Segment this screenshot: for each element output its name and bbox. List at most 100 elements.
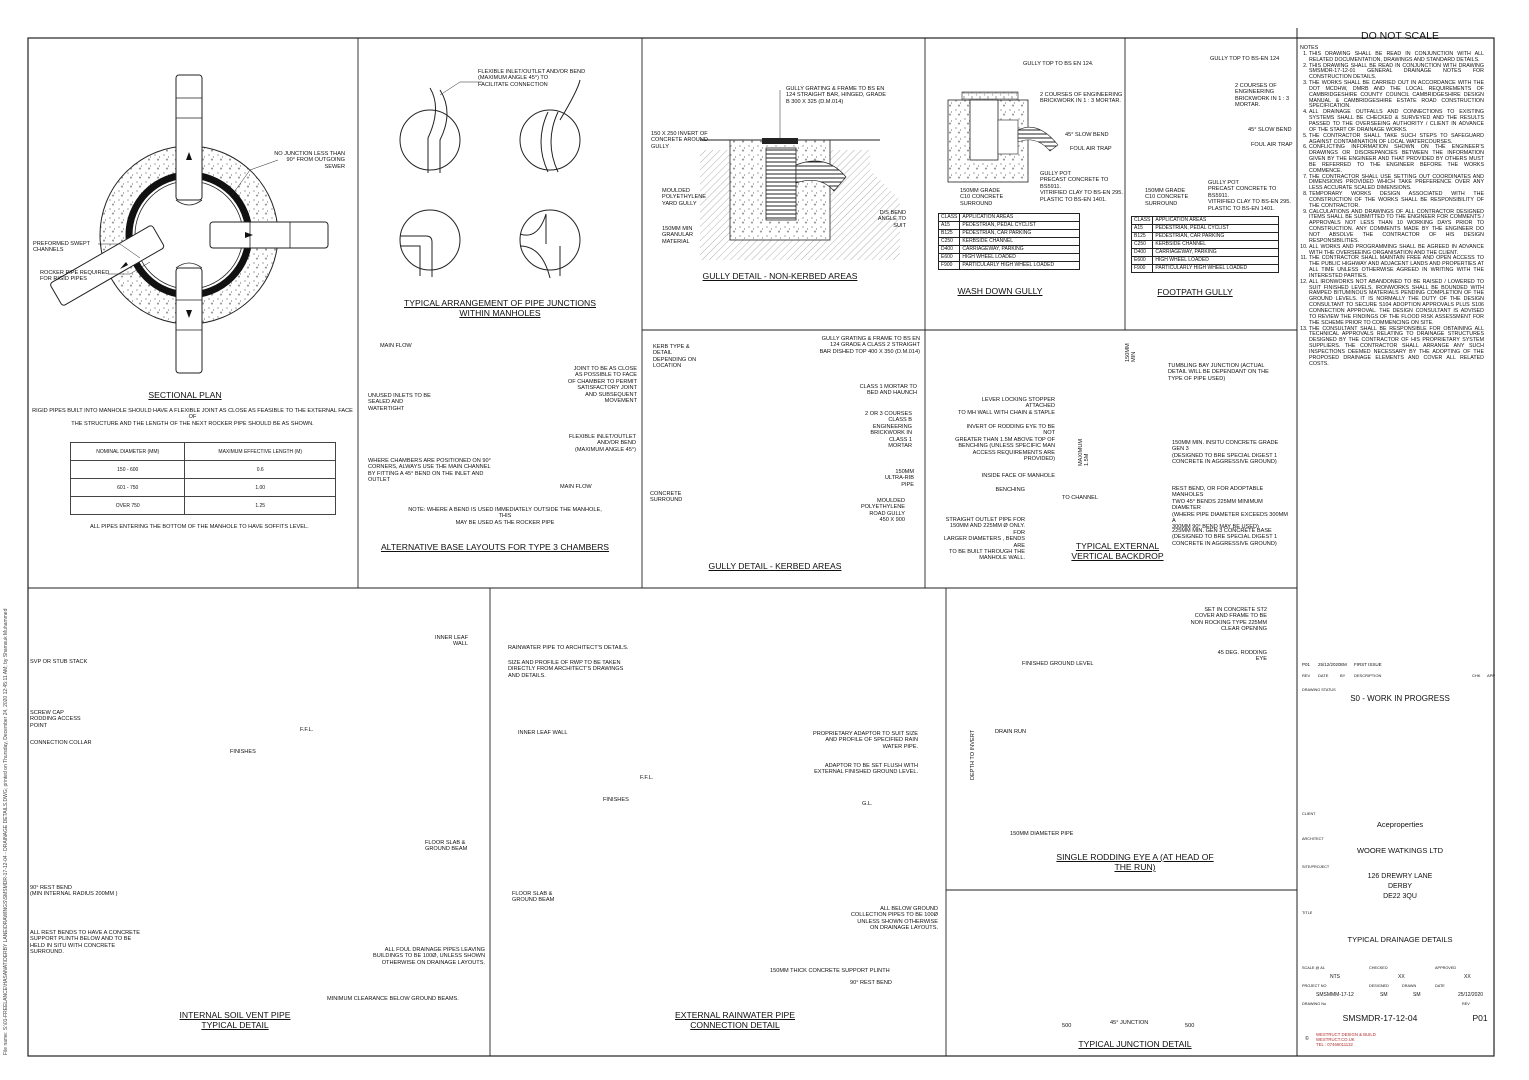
scale-value: NTS [1330,974,1340,980]
sv-ffl-label: F.F.L. [300,727,314,733]
application-cell: HIGH WHEEL LOADED [959,253,1080,262]
application-cell: PEDESTRIAN, CAR PARKING [959,229,1080,238]
client-label: CLIENT [1302,812,1316,816]
sectional-plan-drawing [50,74,329,374]
sp-rocker-label: ROCKER PIPE REQUIRED FOR RIGID PIPES [40,270,110,283]
sv-clearance-label: MINIMUM CLEARANCE BELOW GROUND BEAMS. [327,996,459,1002]
drawing-title: TYPICAL DRAINAGE DETAILS [1347,935,1453,944]
rw-ffl-label: F.F.L. [640,775,654,781]
bd-inside-label: INSIDE FACE OF MANHOLE [981,473,1055,479]
bd-max-label: MAXIMUM 1.5M [1078,438,1091,466]
date-value: 25/12/2020 [1458,992,1484,998]
wd-slow-bend-label: 45° SLOW BEND [1065,132,1109,138]
note-item: THE CONTRACTOR SHALL USE SETTING OUT COO… [1309,174,1484,193]
title-rainwater: EXTERNAL RAINWATER PIPE CONNECTION DETAI… [674,1010,795,1030]
architect-name: WOORE WATKINGS LTD [1356,846,1444,855]
general-notes: NOTES THIS DRAWING SHALL BE READ IN CONJ… [1300,45,1484,368]
client-name: Aceproperties [1376,820,1424,829]
sp-no-junction-label: NO JUNCTION LESS THAN 90° FROM OUTGOING … [274,151,345,170]
rw-adaptor-label: PROPRIETARY ADAPTOR TO SUIT SIZE AND PRO… [813,731,918,750]
title-alt-base: ALTERNATIVE BASE LAYOUTS FOR TYPE 3 CHAM… [380,542,610,552]
note-item: ALL DRAINAGE OUTFALLS AND CONNECTIONS TO… [1309,109,1484,133]
fp-concrete-label: 150MM GRADE C10 CONCRETE SURROUND [1145,188,1189,207]
rw-inner-label: INNER LEAF WALL [518,730,568,736]
checked-label: CHECKED [1369,966,1388,970]
bd-lever-label: LEVER LOCKING STOPPER ATTACHED TO MH WAL… [958,397,1055,416]
project-no-value: SMSMMM-17-12 [1316,992,1354,998]
class-cell: B125 [937,229,961,238]
rev-header-cell: CHK [1472,673,1481,678]
rev-value: P01 [1472,1013,1488,1023]
gn-moulded-label: MOULDED POLYETHYLENE YARD GULLY [662,188,707,207]
pj-flexible-label: FLEXIBLE INLET/OUTLET AND/OR BEND (MAXIM… [478,69,586,88]
ab-unused-label: UNUSED INLETS TO BE SEALED AND WATERTIGH… [368,393,431,412]
wd-gully-pot-label: GULLY POT PRECAST CONCRETE TO BS5911. VI… [1040,171,1123,203]
rev-header-cell: DESCRIPTION [1354,673,1382,678]
gk-grating-label: GULLY GRATING & FRAME TO BS EN 124 GRADE… [819,336,920,355]
architect-label: ARCHITECT [1302,837,1324,841]
rev-header-cell: BY [1340,673,1346,678]
jn-dim2-label: 500 [1185,1023,1195,1029]
class-cell: D400 [937,245,961,254]
note-item: THE WORKS SHALL BE CARRIED OUT IN ACCORD… [1309,80,1484,110]
diameter-cell: OVER 750 [69,496,186,515]
fp-foul-trap-label: FOUL AIR TRAP [1251,142,1293,148]
class-cell: C250 [1130,240,1154,249]
gk-ultra-label: 150MM ULTRA-RIB PIPE [884,469,914,488]
note-item: THE CONSULTANT SHALL BE RESPONSIBLE FOR … [1309,326,1484,368]
rw-size-label: SIZE AND PROFILE OF RWP TO BE TAKEN DIRE… [508,660,624,679]
scale-label: SCALE @ A1 [1302,966,1325,970]
drawing-number: SMSMDR-17-12-04 [1342,1013,1418,1023]
rev-label: REV [1462,1002,1470,1006]
project-address: 126 DREWRY LANE DERBY DE22 3QU [1367,873,1433,900]
note-item: TEMPORARY WORKS DESIGN ASSOCIATED WITH T… [1309,191,1484,210]
length-table-header: NOMINAL DIAMETER (MM)MAXIMUM EFFECTIVE L… [69,442,336,461]
bd-base-label: 225MM MIN. GEN 3 CONCRETE BASE (DESIGNED… [1172,528,1278,547]
title-label: TITLE [1302,911,1313,915]
application-cell: APPLICATION AREAS [959,213,1080,222]
re-45-label: 45 DEG. RODDING EYE [1217,650,1267,663]
sp-rigid-note: RIGID PIPES BUILT INTO MANHOLE SHOULD HA… [32,408,353,427]
wash-down-gully-drawing [947,91,1059,183]
bd-benching-label: BENCHING [995,487,1025,493]
file-path-note: File name: S:\01-FREELANCE\HASANAT\DERBY… [3,608,9,1055]
gk-concrete-label: CONCRETE SURROUND [650,491,683,504]
fp-gully-pot-label: GULLY POT PRECAST CONCRETE TO BS5911. VI… [1208,180,1291,212]
length-cell: 1.00 [184,478,336,497]
sv-finishes-label: FINISHES [230,749,256,755]
application-cell: HIGH WHEEL LOADED [1152,256,1279,265]
gk-moulded-label: MOULDED POLYETHYLENE ROAD GULLY 450 X 90… [860,498,905,524]
sv-floor-label: FLOOR SLAB & GROUND BEAM [425,840,468,853]
application-cell: PARTICULARLY HIGH WHEEL LOADED [1152,264,1279,273]
rev-header-cell: APP [1487,673,1496,678]
application-cell: PEDESTRIAN, CAR PARKING [1152,232,1279,241]
note-item: ALL WORKS AND PROGRAMMING SHALL BE AGREE… [1309,244,1484,257]
sv-plinth-label: ALL REST BENDS TO HAVE A CONCRETE SUPPOR… [30,930,141,956]
title-gully-kerbed: GULLY DETAIL - KERBED AREAS [708,561,842,571]
rev-header-cell: REV [1302,673,1311,678]
rw-pipe-label: RAINWATER PIPE TO ARCHITECT'S DETAILS. [508,645,629,651]
wd-courses-label: 2 COURSES OF ENGINEERING BRICKWORK IN 1 … [1040,92,1123,105]
notes-list: THIS DRAWING SHALL BE READ IN CONJUNCTIO… [1300,51,1484,368]
rev-date: 25/12/2020 [1318,662,1341,667]
do-not-scale-label: DO NOT SCALE [1361,30,1439,42]
length-cell: 0.6 [184,460,336,479]
title-rodding-eye: SINGLE RODDING EYE A (AT HEAD OF THE RUN… [1056,852,1214,872]
ab-flexible-label: FLEXIBLE INLET/OUTLET AND/OR BEND (MAXIM… [568,434,636,453]
fp-slow-bend-label: 45° SLOW BEND [1248,127,1292,133]
note-item: THIS DRAWING SHALL BE READ IN CONJUNCTIO… [1309,63,1484,82]
title-wash-down-gully: WASH DOWN GULLY [957,286,1043,296]
sv-inner-label: INNER LEAF WALL [435,635,468,648]
wd-gully-top-label: GULLY TOP TO BS EN 124. [1023,61,1094,67]
drawing-status-label: DRAWING STATUS [1302,688,1336,692]
ab-joint-label: JOINT TO BE AS CLOSE AS POSSIBLE TO FACE… [567,366,637,405]
wd-concrete-label: 150MM GRADE C10 CONCRETE SURROUND [960,188,1004,207]
bd-invert-label: INVERT OF RODDING EYE TO BE NOT GREATER … [955,424,1055,463]
